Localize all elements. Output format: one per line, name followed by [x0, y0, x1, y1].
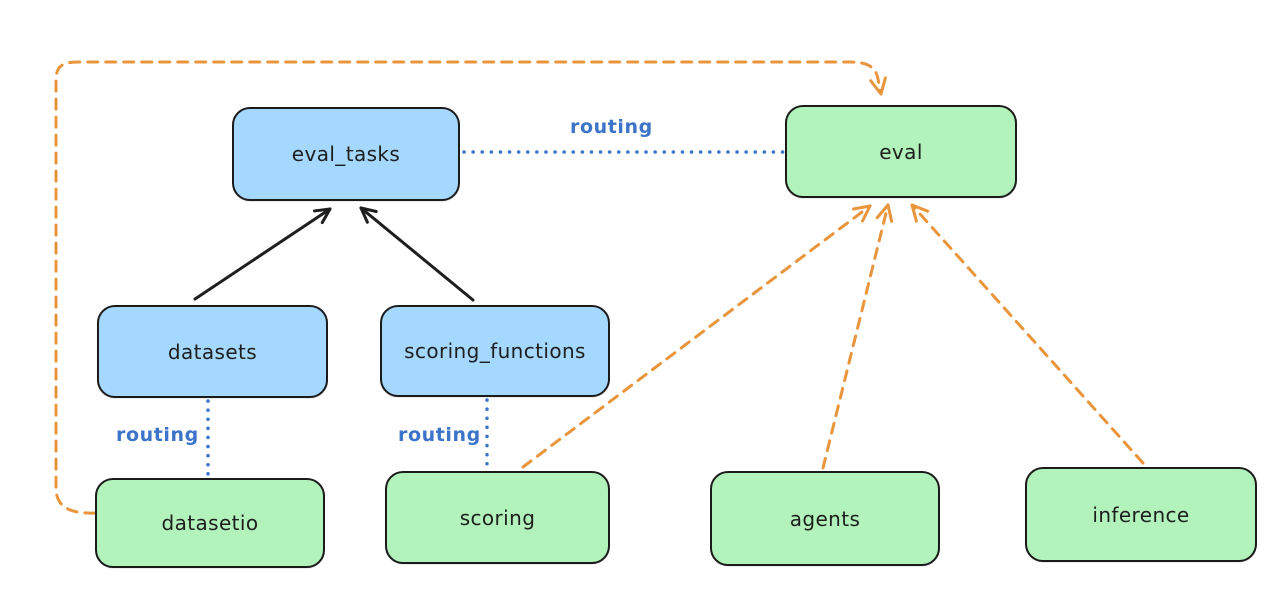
node-inference-label: inference [1092, 502, 1190, 527]
node-datasets-label: datasets [167, 339, 258, 364]
edge-datasets-to-eval-tasks [193, 207, 332, 301]
node-eval: eval [785, 105, 1017, 198]
node-scoring-functions-label: scoring_functions [404, 339, 586, 363]
edge-agents-to-eval [821, 203, 894, 470]
node-agents: agents [710, 471, 940, 566]
edge-scoring-functions-to-eval-tasks [359, 206, 475, 302]
node-inference: inference [1025, 467, 1257, 562]
node-datasetio: datasetio [95, 478, 325, 568]
edge-label-routing-datasets-datasetio: routing [116, 424, 199, 446]
edge-label-routing-scoring-functions-scoring: routing [398, 424, 481, 446]
node-scoring-label: scoring [459, 505, 536, 530]
edge-inference-to-eval [910, 203, 1145, 465]
node-scoring-functions: scoring_functions [380, 305, 610, 397]
node-datasetio-label: datasetio [161, 511, 259, 535]
node-eval-tasks-label: eval_tasks [291, 142, 401, 166]
node-scoring: scoring [385, 471, 610, 564]
node-datasets: datasets [97, 305, 328, 398]
node-eval-label: eval [879, 139, 923, 164]
node-eval-tasks: eval_tasks [232, 107, 460, 201]
node-agents-label: agents [789, 506, 861, 531]
edge-label-routing-eval-tasks-eval: routing [570, 116, 653, 138]
